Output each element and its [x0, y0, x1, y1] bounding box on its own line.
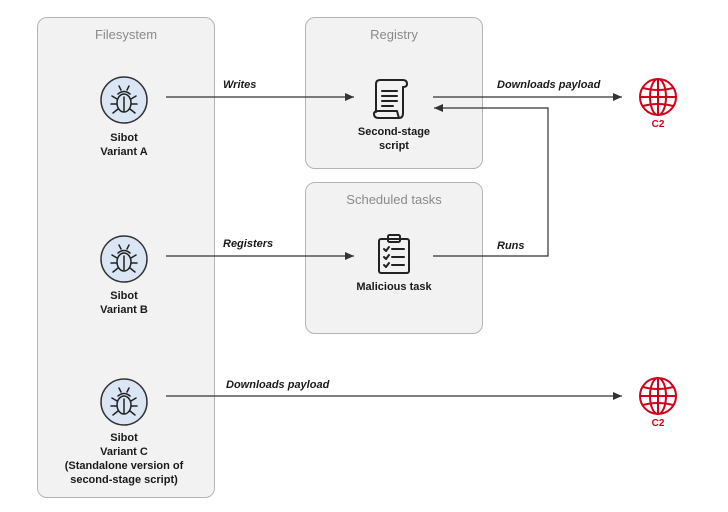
- writes-edge-label: Writes: [223, 79, 257, 91]
- second-stage-script-label: Second-stage script: [357, 126, 431, 152]
- downloads-payload-bottom-label: Downloads payload: [226, 379, 330, 391]
- registry-title: Registry: [370, 27, 418, 42]
- malicious-task-label: Malicious task: [356, 281, 432, 293]
- variant-c-label: Sibot Variant C (Standalone version of s…: [64, 432, 184, 486]
- scheduled-tasks-title: Scheduled tasks: [346, 192, 442, 207]
- bug-icon: [100, 378, 148, 426]
- runs-arrow: [433, 104, 549, 257]
- bug-icon: [100, 76, 148, 124]
- c2-bottom-label: C2: [651, 418, 665, 429]
- globe-icon: [639, 78, 677, 116]
- filesystem-title: Filesystem: [94, 27, 158, 42]
- scroll-icon: [373, 79, 408, 119]
- registry-panel: Registry: [305, 17, 483, 169]
- registers-edge-label: Registers: [223, 238, 274, 250]
- globe-icon: [639, 377, 677, 415]
- clipboard-icon: [378, 234, 410, 274]
- variant-b-label: Sibot Variant B: [100, 290, 148, 316]
- c2-top-label: C2: [651, 119, 665, 130]
- downloads-payload-top-label: Downloads payload: [497, 79, 601, 91]
- variant-a-label: Sibot Variant A: [100, 132, 148, 158]
- runs-edge-label: Runs: [497, 240, 525, 252]
- bug-icon: [100, 235, 148, 283]
